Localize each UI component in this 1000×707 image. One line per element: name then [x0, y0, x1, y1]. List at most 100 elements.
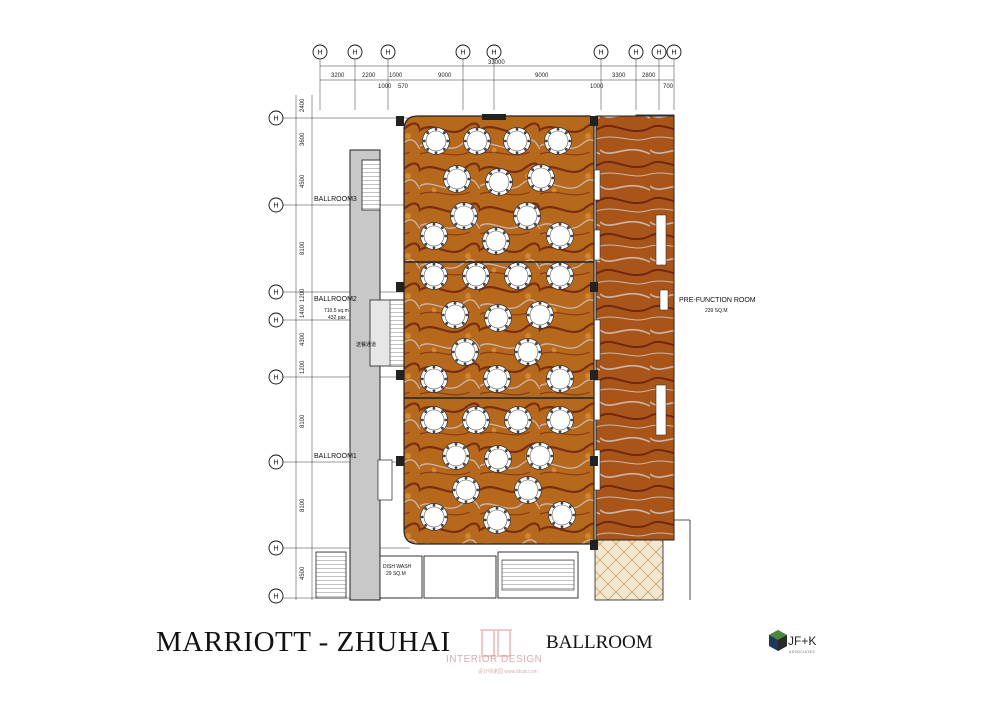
- grid-mark-label: H: [274, 116, 279, 123]
- dishwash-area: 29 SQ.M: [386, 571, 406, 577]
- ballroom1-label: BALLROOM1: [314, 453, 357, 460]
- grid-mark-label: H: [274, 546, 279, 553]
- logo-subtext: ASSOCIATES: [789, 650, 816, 654]
- round-table: [463, 127, 491, 155]
- dimension: 1400: [300, 304, 306, 318]
- dimension: 1000: [389, 73, 403, 79]
- round-table: [420, 262, 448, 290]
- dimension: 4500: [300, 566, 306, 580]
- round-table: [484, 304, 512, 332]
- left-grid-marks: H H H H H H H H: [268, 110, 284, 604]
- dimension: 8100: [300, 241, 306, 255]
- round-table: [546, 406, 574, 434]
- partition-walls: [404, 261, 594, 399]
- dimension: 2400: [300, 98, 306, 112]
- dimension: 1000: [378, 84, 392, 90]
- grid-mark-label: H: [599, 50, 604, 57]
- round-table: [420, 406, 448, 434]
- watermark-subtext: 设计师家园 www.idcat.com: [478, 669, 538, 675]
- round-table: [485, 168, 513, 196]
- round-table: [548, 501, 576, 529]
- round-table: [441, 301, 469, 329]
- dishwash-label: DISH WASH: [383, 564, 412, 570]
- round-table: [503, 127, 531, 155]
- dimension: 2800: [642, 73, 656, 79]
- dimension: 3300: [612, 73, 626, 79]
- grid-mark-label: H: [274, 460, 279, 467]
- dimension: 9000: [535, 73, 549, 79]
- dimension: 700: [663, 84, 674, 90]
- round-table: [450, 202, 478, 230]
- project-title: MARRIOTT - ZHUHAI: [156, 626, 451, 658]
- round-table: [452, 476, 480, 504]
- round-table: [546, 222, 574, 250]
- ballroom3-label: BALLROOM3: [314, 196, 357, 203]
- round-table: [420, 222, 448, 250]
- round-table: [504, 262, 532, 290]
- watermark-text: INTERIOR DESIGN: [446, 654, 543, 665]
- round-table: [482, 227, 510, 255]
- top-grid-marks: H H H H H H H H H: [312, 44, 682, 60]
- left-grid-axis: [283, 95, 410, 600]
- top-grid-axis: [319, 60, 675, 110]
- round-table: [451, 338, 479, 366]
- round-table: [443, 165, 471, 193]
- round-table: [526, 301, 554, 329]
- prefunction-label: PRE-FUNCTION ROOM: [679, 297, 756, 304]
- round-table: [483, 506, 511, 534]
- round-table: [483, 365, 511, 393]
- dimension: 9000: [438, 73, 452, 79]
- jfk-logo-icon: [769, 630, 787, 651]
- watermark-logo-icon: [480, 629, 512, 657]
- room-labels: BALLROOM3 BALLROOM2 710.5 sq.m 432 pax B…: [314, 196, 756, 577]
- round-table: [422, 127, 450, 155]
- round-table: [546, 262, 574, 290]
- left-dimensions: 2400 3600 4500 8100 1200 1400 4300 1200 …: [300, 98, 306, 580]
- round-table: [442, 442, 470, 470]
- grid-mark-label: H: [386, 50, 391, 57]
- grid-mark-label: H: [461, 50, 466, 57]
- round-table: [544, 127, 572, 155]
- prefunction-room: [595, 115, 675, 541]
- round-table: [420, 503, 448, 531]
- round-table: [514, 338, 542, 366]
- grid-mark-label: H: [634, 50, 639, 57]
- grid-mark-label: H: [657, 50, 662, 57]
- dimension: 4300: [300, 332, 306, 346]
- overall-dimension: 33000: [488, 60, 505, 66]
- round-table: [462, 406, 490, 434]
- dimension: 8100: [300, 414, 306, 428]
- grid-mark-label: H: [672, 50, 677, 57]
- prefunction-area: 239 SQ.M: [705, 308, 728, 314]
- grid-mark-label: H: [353, 50, 358, 57]
- round-table: [504, 406, 532, 434]
- dimension: 4500: [300, 174, 306, 188]
- dimension: 570: [398, 84, 409, 90]
- grid-mark-label: H: [492, 50, 497, 57]
- service-corridor: [315, 114, 691, 601]
- dimension: 1000: [590, 84, 604, 90]
- top-dimensions: 33000 3200 2200 1000 9000 9000 3300 2800…: [331, 60, 674, 90]
- dimension: 3600: [300, 132, 306, 146]
- round-table: [527, 164, 555, 192]
- logo-text: JF+K: [788, 634, 817, 648]
- corridor-note: 送餐通道: [356, 341, 376, 348]
- round-table: [420, 365, 448, 393]
- dimension: 1200: [300, 360, 306, 374]
- dimension: 8100: [300, 498, 306, 512]
- ballroom2-label: BALLROOM2: [314, 296, 357, 303]
- round-table: [462, 262, 490, 290]
- grid-mark-label: H: [274, 375, 279, 382]
- dimension: 2200: [362, 73, 376, 79]
- grid-mark-label: H: [274, 594, 279, 601]
- grid-mark-label: H: [318, 50, 323, 57]
- grid-mark-label: H: [274, 203, 279, 210]
- grid-mark-label: H: [274, 290, 279, 297]
- dimension: 3200: [331, 73, 345, 79]
- sheet-title: BALLROOM: [546, 632, 653, 653]
- round-table: [514, 476, 542, 504]
- round-table: [513, 202, 541, 230]
- ballroom2-area: 710.5 sq.m: [324, 308, 349, 314]
- ballroom-columns: [396, 114, 598, 550]
